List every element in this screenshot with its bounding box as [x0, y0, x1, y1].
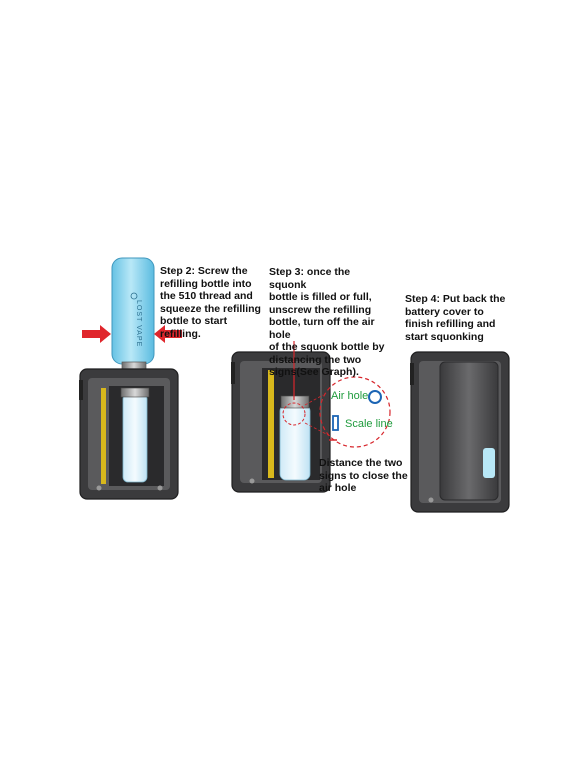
- step2-caption: Step 2: Screw the refilling bottle into …: [160, 265, 261, 340]
- step4-caption: Step 4: Put back the battery cover to fi…: [405, 293, 506, 343]
- zoom-callout-circle: [319, 376, 391, 448]
- yellow-strip: [268, 370, 274, 478]
- button-left: [410, 363, 414, 385]
- button-left: [231, 362, 235, 384]
- screw-icon: [96, 485, 102, 491]
- screw-icon: [157, 485, 163, 491]
- button-left: [79, 380, 83, 400]
- distance-note: Distance the two signs to close the air …: [319, 457, 408, 494]
- pointer-line: [304, 394, 324, 406]
- zoom-source-circle: [282, 402, 306, 426]
- refill-bottle: [111, 257, 155, 365]
- squonk-cap: [120, 387, 150, 398]
- step3-device: [231, 341, 391, 493]
- air-hole-label: Air hole: [331, 390, 369, 402]
- squeeze-arrow-left-icon: [82, 325, 111, 343]
- step3-caption: Step 3: once the squonk bottle is filled…: [269, 266, 385, 378]
- bottle-logo-icon: [130, 292, 138, 300]
- step2-device: LOST VAPE: [79, 257, 182, 500]
- squonk-bottle-outline: [122, 393, 148, 483]
- scale-line-label: Scale line: [345, 418, 393, 430]
- air-hole-icon: [368, 390, 382, 404]
- yellow-strip: [101, 388, 106, 484]
- bottle-brand-text: LOST VAPE: [135, 300, 142, 347]
- squeeze-arrow-right-icon: [154, 325, 182, 343]
- squonk-cap: [280, 395, 310, 409]
- bottle-window: [483, 448, 495, 478]
- step4-device: [410, 351, 510, 513]
- scale-line-icon: [332, 415, 339, 431]
- screw-icon: [428, 497, 434, 503]
- screw-icon: [249, 478, 255, 484]
- squonk-bottle-outline: [279, 404, 311, 481]
- battery-cover: [439, 361, 499, 501]
